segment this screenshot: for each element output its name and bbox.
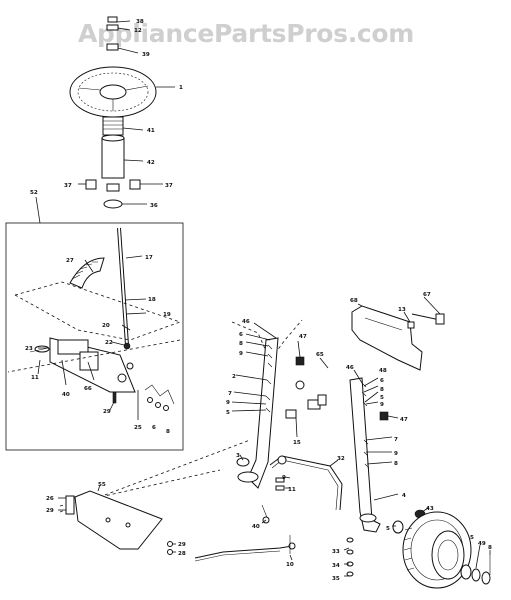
steering-gear-sector: [69, 257, 105, 289]
watermark-text: AppliancePartsPros.com: [78, 19, 414, 48]
callout-23: 23: [25, 346, 33, 352]
callout-9-left-b: 9: [226, 400, 230, 406]
callout-35: 35: [332, 576, 340, 582]
steering-adapter: [102, 116, 124, 136]
callout-8-box: 8: [166, 429, 170, 435]
assembly-outline-box: [5, 222, 184, 451]
callout-5-hub: 5: [470, 535, 474, 541]
axle-support-bracket: [74, 490, 163, 550]
callout-5-wheel: 5: [386, 526, 390, 532]
callout-15: 15: [293, 440, 301, 446]
callout-47-left: 47: [299, 334, 307, 340]
left-spindle: [247, 337, 279, 489]
callout-55: 55: [98, 482, 106, 488]
callout-42: 42: [147, 160, 155, 166]
callout-48: 48: [379, 368, 387, 374]
callout-37-right: 37: [165, 183, 173, 189]
steering-wheel-assembly: [69, 16, 175, 209]
callout-38: 38: [136, 19, 144, 25]
callout-39: 39: [142, 52, 150, 58]
callout-22: 22: [105, 340, 113, 346]
callout-40-box: 40: [62, 392, 70, 398]
callout-6-box: 6: [152, 425, 156, 431]
callout-17: 17: [145, 255, 153, 261]
callout-66: 66: [84, 386, 92, 392]
axle-pivot-bracket: [351, 305, 423, 371]
callout-29-lower: 29: [46, 508, 54, 514]
callout-labels: 38 12 39 1 41 42 37 37 36 52 27 17 18 19…: [25, 19, 492, 582]
right-spindle: [349, 377, 381, 533]
callout-19: 19: [163, 312, 171, 318]
callout-10: 10: [286, 562, 294, 568]
drag-link-assembly: [7, 339, 296, 562]
callout-40-mid: 40: [252, 524, 260, 530]
callout-12: 12: [134, 28, 142, 34]
callout-49: 49: [478, 541, 486, 547]
steering-shaft-bracket-box: [5, 196, 184, 451]
callout-8-left-a: 8: [239, 341, 243, 347]
callout-26: 26: [46, 496, 54, 502]
callout-6-right: 6: [380, 378, 384, 384]
callout-4: 4: [402, 493, 406, 499]
right-spindle-assembly: [317, 296, 491, 589]
callout-1: 1: [179, 85, 183, 91]
callout-11-box: 11: [31, 375, 39, 381]
callout-11-mid: 11: [288, 487, 296, 493]
callout-34: 34: [332, 563, 340, 569]
callout-20: 20: [102, 323, 110, 329]
callout-52: 52: [30, 190, 38, 196]
callout-7-right: 7: [394, 437, 398, 443]
callout-46-left: 46: [242, 319, 250, 325]
callout-8-hub: 8: [488, 545, 492, 551]
callout-8-right: 8: [380, 387, 384, 393]
callout-28: 28: [178, 551, 186, 557]
drag-link-rod: [194, 545, 293, 559]
callout-5-right: 5: [380, 395, 384, 401]
callout-41: 41: [147, 128, 155, 134]
callout-68: 68: [350, 298, 358, 304]
callout-18: 18: [148, 297, 156, 303]
callout-9-mid: 9: [282, 475, 286, 481]
callout-32: 32: [337, 456, 345, 462]
callout-25: 25: [134, 425, 142, 431]
callout-9-right-b: 9: [394, 451, 398, 457]
callout-29-box: 29: [103, 409, 111, 415]
callout-27: 27: [66, 258, 74, 264]
callout-5-left: 5: [226, 410, 230, 416]
callout-43: 43: [426, 506, 434, 512]
callout-3: 3: [236, 453, 240, 459]
callout-6-left-a: 6: [239, 332, 243, 338]
callout-9-left-a: 9: [239, 351, 243, 357]
front-wheel-tire: [402, 511, 472, 589]
callout-33: 33: [332, 549, 340, 555]
callout-13: 13: [398, 307, 406, 313]
callout-67: 67: [423, 292, 431, 298]
callout-46-right: 46: [346, 365, 354, 371]
callout-9-right-a: 9: [380, 402, 384, 408]
callout-2: 2: [232, 374, 236, 380]
callout-65: 65: [316, 352, 324, 358]
steering-column-tube: [101, 137, 125, 179]
callout-47-right: 47: [400, 417, 408, 423]
callout-36: 36: [150, 203, 158, 209]
callout-30: 29: [178, 542, 186, 548]
callout-37-left: 37: [64, 183, 72, 189]
left-spindle-assembly: [231, 319, 343, 561]
callout-8-right-b: 8: [394, 461, 398, 467]
callout-7-left: 7: [228, 391, 232, 397]
